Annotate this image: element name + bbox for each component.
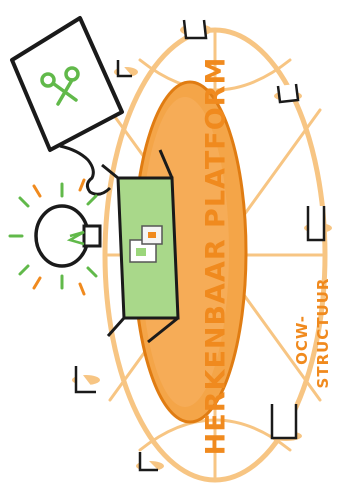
ocw-label-line1: OCW- (293, 315, 311, 365)
platform-label: HERKENBAAR PLATFORM (201, 57, 232, 456)
ocw-label-line2: STRUCTUUR (314, 278, 332, 389)
lightbulb-icon (10, 180, 100, 294)
